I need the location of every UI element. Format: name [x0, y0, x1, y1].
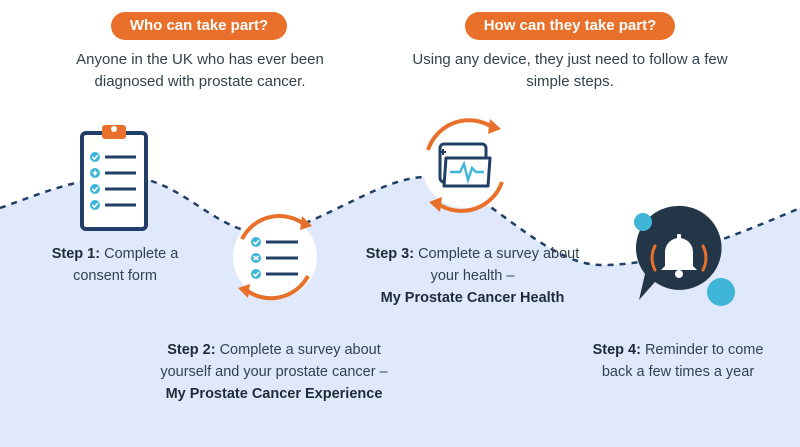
- clipboard-checklist-icon: [80, 125, 148, 231]
- step-2-survey-name: My Prostate Cancer Experience: [165, 386, 383, 402]
- step-3-label: Step 3:: [365, 246, 415, 262]
- who-heading: Who can take part?: [129, 17, 269, 34]
- health-folder-cycle-icon: [422, 118, 508, 213]
- step-2: Step 2: Complete a survey about yourself…: [145, 339, 403, 405]
- step-2-label: Step 2:: [167, 342, 216, 358]
- who-text: Anyone in the UK who has ever been diagn…: [76, 51, 324, 90]
- step-4-text: Reminder to come back a few times a year: [601, 342, 764, 380]
- step-2-text: Complete a survey about yourself and you…: [160, 342, 388, 380]
- step-3-text: Complete a survey about your health –: [418, 246, 580, 284]
- step-3-survey-name: My Prostate Cancer Health: [380, 290, 565, 306]
- step-4: Step 4: Reminder to come back a few time…: [578, 339, 778, 383]
- step-1-label: Step 1:: [51, 246, 101, 262]
- step-4-label: Step 4:: [592, 342, 641, 358]
- step-1: Step 1: Complete a consent form: [35, 243, 195, 287]
- how-heading: How can they take part?: [483, 17, 657, 34]
- bell-reminder-icon: [634, 205, 735, 306]
- how-text: Using any device, they just need to foll…: [412, 51, 728, 90]
- who-heading-pill: Who can take part?: [111, 12, 287, 40]
- how-heading-pill: How can they take part?: [465, 12, 675, 40]
- step-1-text: Complete a consent form: [73, 246, 179, 284]
- step-3: Step 3: Complete a survey about your hea…: [360, 243, 585, 309]
- checklist-cycle-icon: [233, 214, 317, 301]
